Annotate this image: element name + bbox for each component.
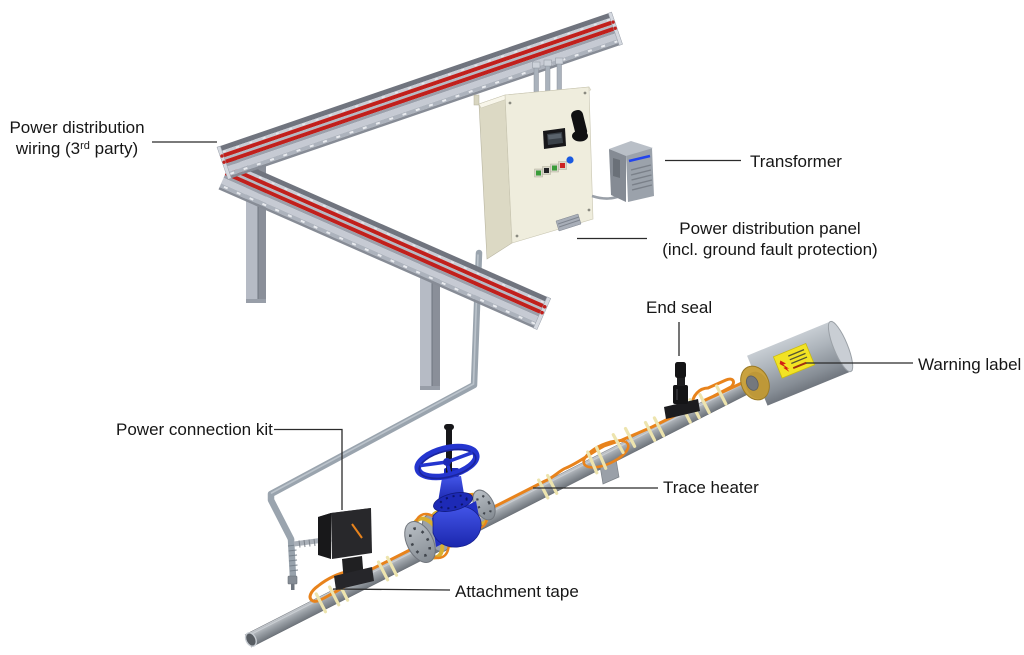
leader-attachment-tape xyxy=(332,588,451,591)
label-power-distribution-wiring: Power distribution wiring (3rd party) xyxy=(4,117,150,159)
end-seal-graphic xyxy=(664,362,700,419)
label-line: wiring (3rd party) xyxy=(15,139,139,158)
warning-label-sticker xyxy=(772,342,816,379)
transformer-vents xyxy=(630,164,653,191)
panel-feed-conduits xyxy=(532,57,564,93)
label-line: Power distribution panel xyxy=(679,219,861,238)
label-power-distribution-panel: Power distribution panel (incl. ground f… xyxy=(650,218,890,260)
label-trace-heater: Trace heater xyxy=(663,478,759,497)
panel-vent xyxy=(555,213,582,232)
insulation-cladding xyxy=(740,320,854,406)
valve-assembly xyxy=(404,424,496,563)
panel-indicator-lamp xyxy=(566,156,574,164)
power-distribution-panel-graphic xyxy=(473,57,594,260)
kit-label-mark xyxy=(351,523,363,539)
label-end-seal: End seal xyxy=(646,298,713,317)
power-connection-kit-graphic xyxy=(318,508,374,590)
panel-buttons xyxy=(534,156,574,178)
label-warning-label: Warning label xyxy=(918,355,1022,374)
transformer-stripe xyxy=(628,154,651,163)
label-line: Power distribution xyxy=(9,118,145,137)
leader-lines xyxy=(152,141,913,591)
label-line: (incl. ground fault protection) xyxy=(662,240,878,259)
pipe-open-end xyxy=(244,632,257,647)
leader-power-connection-kit xyxy=(274,428,343,510)
panel-screws xyxy=(508,91,591,238)
cable-tray-upper xyxy=(216,11,623,180)
panel-main-switch xyxy=(571,109,588,142)
panel-display xyxy=(543,128,566,149)
label-attachment-tape: Attachment tape xyxy=(455,582,579,601)
transformer-graphic xyxy=(591,141,654,202)
label-power-connection-kit: Power connection kit xyxy=(116,420,273,439)
label-transformer: Transformer xyxy=(750,152,842,171)
cable-tray-lower xyxy=(218,158,552,330)
valve-handwheel xyxy=(414,443,480,481)
process-pipe xyxy=(244,375,760,648)
insulation-cut-face xyxy=(740,365,770,401)
